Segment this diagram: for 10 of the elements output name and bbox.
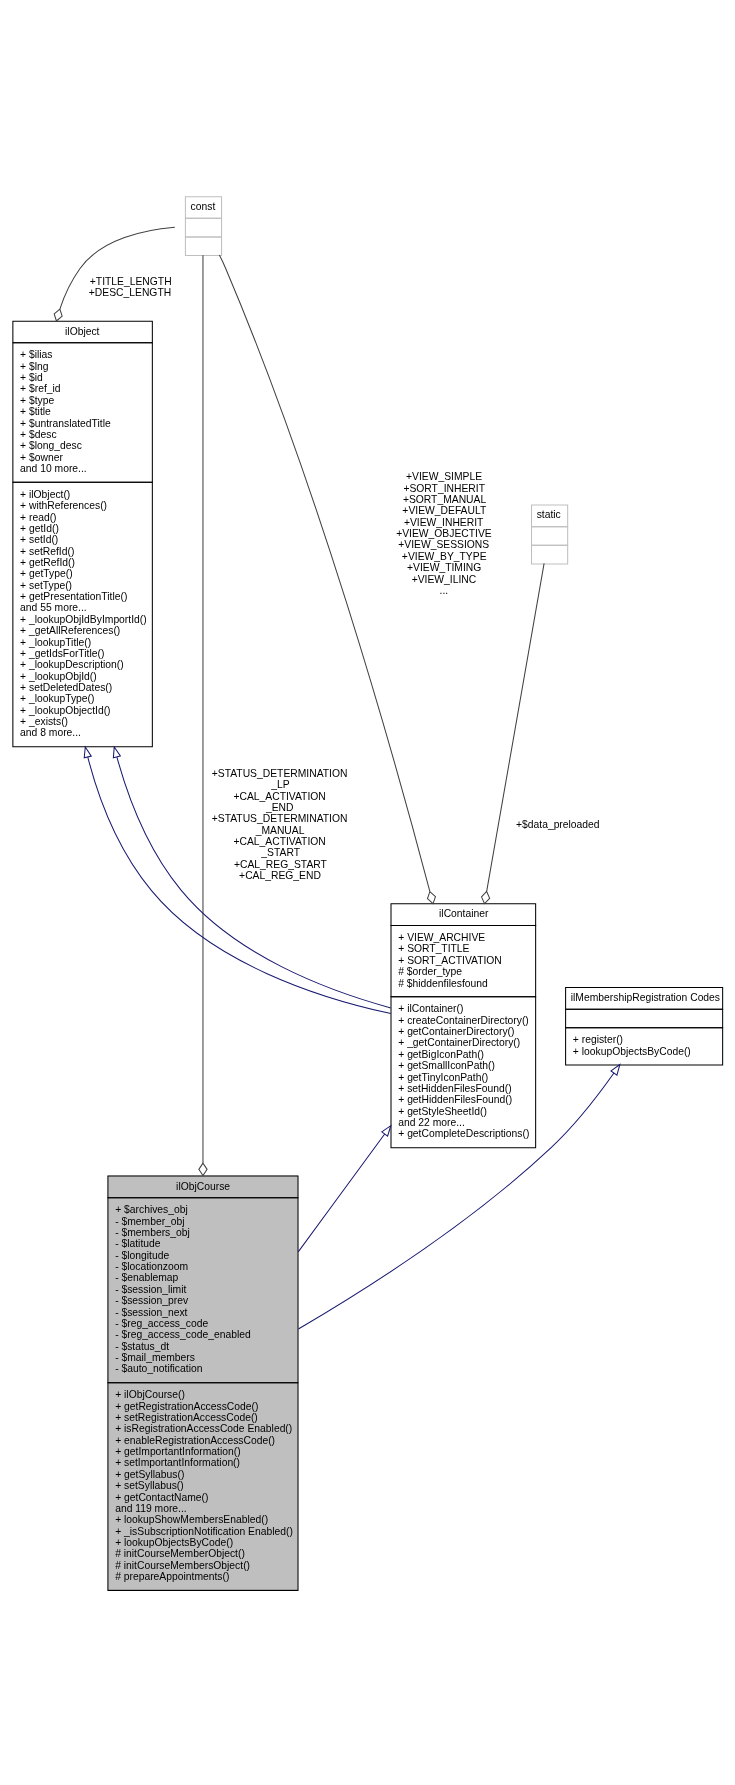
connector — [53, 226, 176, 322]
edge-label: +TITLE_LENGTH +DESC_LENGTH — [88, 275, 172, 298]
connector — [218, 254, 437, 904]
edge-label: +STATUS_DETERMINATION _LP +CAL_ACTIVATION _END +STATUS_DETERMINATION _MANUAL +CAL_ACTIVATION _START +CAL_REG_START +CAL_REG_END — [211, 767, 348, 881]
arrow — [297, 1062, 621, 1330]
connector — [198, 254, 208, 1176]
connector — [480, 562, 545, 905]
edge-label: +$data_preloaded — [516, 818, 600, 830]
edge-label: +VIEW_SIMPLE +SORT_INHERIT +SORT_MANUAL +VIEW_DEFAULT +VIEW_INHERIT +VIEW_OBJECTIVE +VIEW_SESSIONS +VIEW_BY_TYPE +VIEW_TIMING +VIEW_ILINC ... — [396, 470, 492, 596]
arrow — [297, 1123, 392, 1252]
